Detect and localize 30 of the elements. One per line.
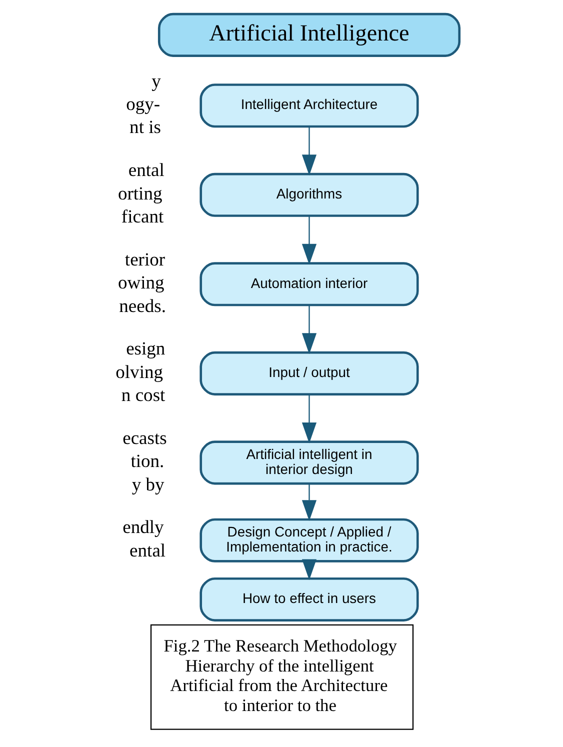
- node-box: Automation interior: [199, 262, 418, 306]
- label: ecasts: [122, 427, 166, 448]
- label: y by: [131, 474, 164, 495]
- label: esign: [126, 338, 165, 360]
- caption: Fig.2 The Research Methodology Hierarchy of the intelligent Artificial from the Architecture to interior to the: [163, 636, 397, 714]
- label: nt is: [129, 116, 160, 138]
- label: owing: [117, 272, 164, 294]
- arrow: [301, 215, 316, 264]
- node-box: Algorithms: [199, 172, 418, 216]
- label: endly: [122, 516, 164, 538]
- node-box: Artificial intelligent in interior design: [199, 440, 418, 484]
- label: tion.: [130, 450, 164, 472]
- label: n cost: [120, 384, 165, 406]
- label: ogy-: [126, 94, 160, 115]
- arrow: [301, 126, 316, 176]
- label: orting: [117, 182, 162, 204]
- label: ental: [129, 540, 166, 561]
- label: terior: [124, 248, 165, 270]
- node-box: Input / output: [199, 350, 418, 395]
- arrow: [301, 304, 316, 354]
- arrow: [301, 483, 316, 521]
- label: needs.: [118, 295, 166, 316]
- node-box: Artificial Intelligence: [157, 12, 460, 56]
- label: ficant: [120, 206, 164, 227]
- node-box: How to effect in users: [199, 576, 418, 621]
- label: y: [151, 70, 160, 92]
- label: olving: [115, 361, 163, 382]
- arrow: [301, 394, 316, 443]
- node-box: Intelligent Architecture: [199, 83, 418, 128]
- label: ental: [128, 160, 164, 181]
